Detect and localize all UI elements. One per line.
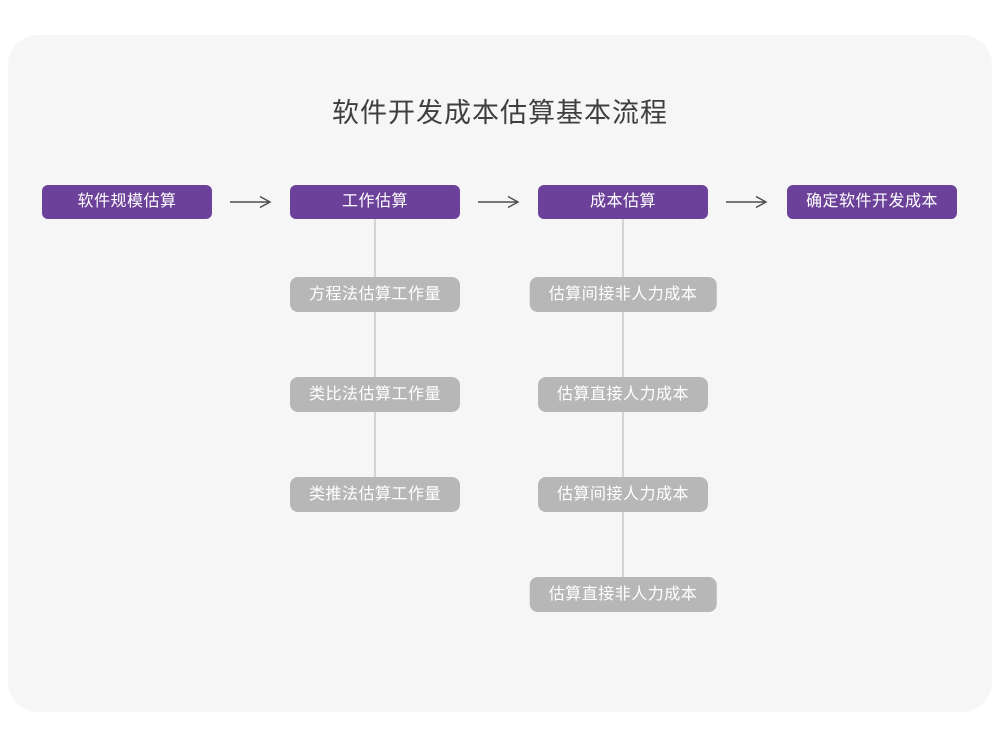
flow-arrow-icon — [478, 195, 520, 209]
cost-node-indirect-non-labor: 估算间接非人力成本 — [529, 277, 717, 312]
diagram-title: 软件开发成本估算基本流程 — [332, 98, 668, 128]
stage-node-cost-estimation: 成本估算 — [538, 185, 708, 219]
flow-arrow-icon — [230, 195, 272, 209]
cost-node-direct-labor: 估算直接人力成本 — [537, 377, 709, 412]
method-node-equation: 方程法估算工作量 — [289, 277, 461, 312]
cost-node-direct-non-labor: 估算直接非人力成本 — [529, 577, 717, 612]
connector-line-work — [374, 218, 376, 478]
flow-arrow-icon — [726, 195, 768, 209]
method-node-analogy: 类比法估算工作量 — [289, 377, 461, 412]
diagram-card — [8, 35, 992, 712]
stage-node-work-estimation: 工作估算 — [290, 185, 460, 219]
method-node-extrapolation: 类推法估算工作量 — [289, 477, 461, 512]
stage-node-final-software-cost: 确定软件开发成本 — [787, 185, 957, 219]
cost-node-indirect-labor: 估算间接人力成本 — [537, 477, 709, 512]
stage-node-software-scale-estimation: 软件规模估算 — [42, 185, 212, 219]
